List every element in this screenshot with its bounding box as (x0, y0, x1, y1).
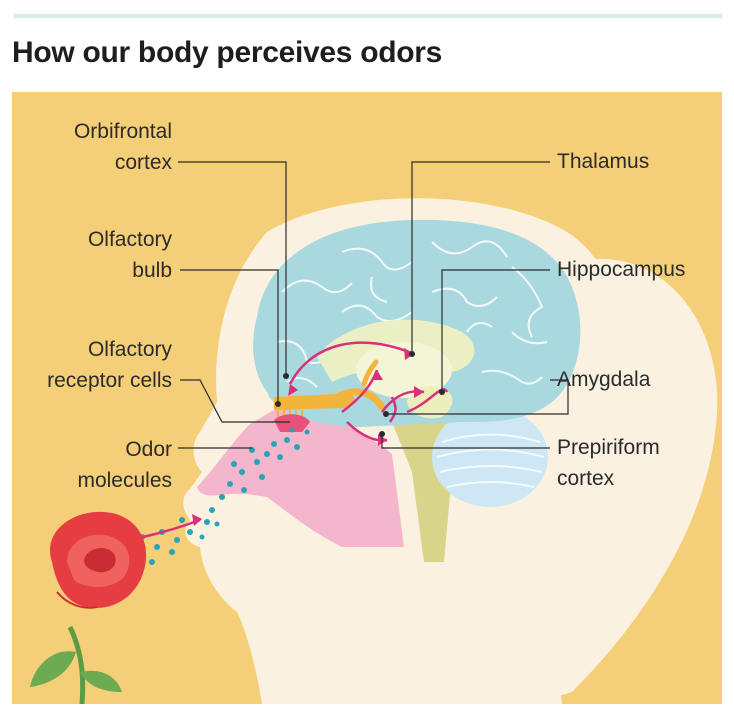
label-line: Olfactory (87, 228, 172, 251)
label-line: molecules (77, 469, 172, 492)
label-thalamus: Thalamus (557, 146, 649, 177)
label-line: Orbifrontal (73, 120, 172, 143)
label-olfactory-receptor-cells: Olfactory receptor cells (47, 334, 172, 396)
label-line: receptor cells (47, 369, 172, 392)
cerebellum (432, 407, 548, 507)
label-orbifrontal-cortex: Orbifrontal cortex (74, 116, 172, 178)
label-line: cortex (557, 467, 615, 490)
page-title: How our body perceives odors (12, 36, 443, 69)
label-amygdala: Amygdala (557, 364, 650, 395)
label-hippocampus: Hippocampus (557, 254, 685, 285)
label-line: Prepiriform (557, 436, 660, 459)
label-line: cortex (114, 151, 172, 174)
leader-lines (178, 161, 569, 449)
label-odor-molecules: Odor molecules (77, 434, 172, 496)
thalamus-region (356, 342, 452, 398)
diagram-panel: Orbifrontal cortex Olfactory bulb Olfact… (12, 92, 722, 704)
rose-flower (30, 511, 147, 704)
label-line: Amygdala (557, 368, 651, 391)
label-olfactory-bulb: Olfactory bulb (88, 224, 172, 286)
label-line: Hippocampus (557, 258, 686, 281)
label-line: bulb (132, 259, 172, 282)
label-prepiriform-cortex: Prepiriform cortex (557, 432, 660, 494)
label-line: Thalamus (557, 150, 650, 173)
nasal-cavity (197, 410, 404, 547)
olfactory-receptor-cells (274, 414, 310, 432)
top-divider (14, 14, 722, 18)
olfaction-diagram (12, 92, 722, 704)
label-line: Odor (125, 438, 172, 461)
label-line: Olfactory (87, 338, 172, 361)
